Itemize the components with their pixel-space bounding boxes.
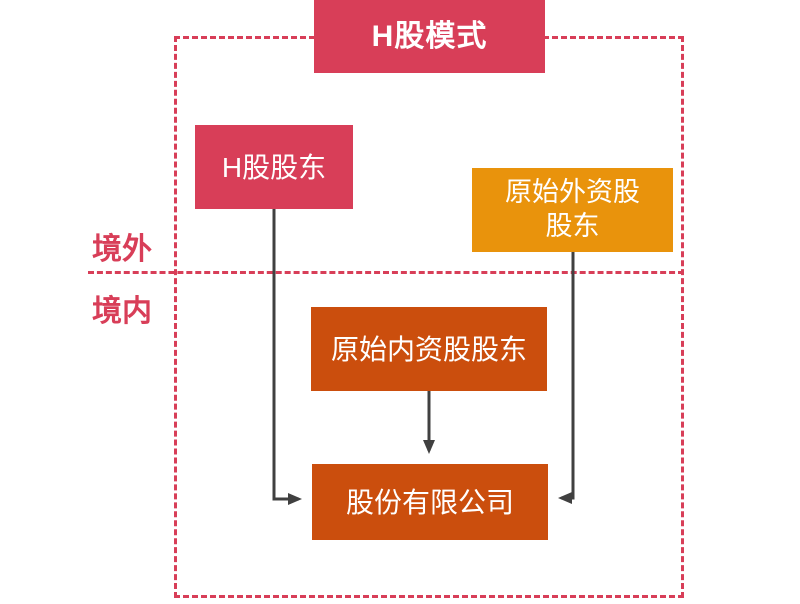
node-h-shareholder: H股股东: [195, 125, 353, 209]
region-label-domestic: 境内: [92, 286, 152, 330]
node-h-shareholder-label: H股股东: [221, 151, 327, 183]
overseas-domestic-divider-line: [88, 271, 684, 274]
node-company-label: 股份有限公司: [345, 486, 514, 518]
node-original-domestic-shareholder: 原始内资股股东: [311, 307, 547, 391]
region-label-domestic-text: 境内: [92, 295, 152, 328]
node-original-foreign-shareholder-label: 原始外资股 股东: [505, 177, 640, 241]
region-label-overseas: 境外: [92, 224, 152, 268]
region-label-overseas-text: 境外: [92, 233, 152, 266]
node-original-foreign-shareholder: 原始外资股 股东: [472, 168, 673, 252]
node-original-domestic-shareholder-label: 原始内资股股东: [330, 333, 527, 365]
diagram-title: H股模式: [314, 0, 545, 73]
node-company: 股份有限公司: [312, 464, 548, 540]
diagram-title-text: H股模式: [371, 19, 488, 53]
